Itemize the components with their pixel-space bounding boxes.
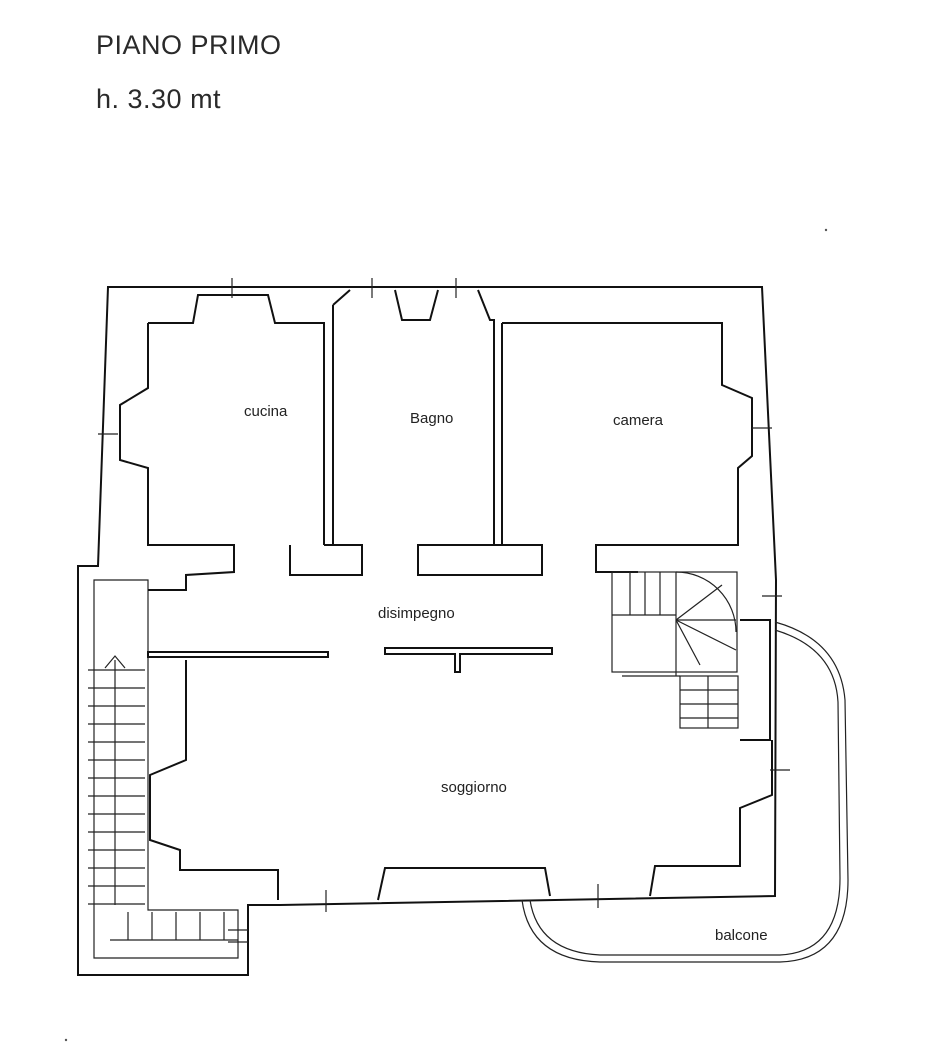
window-markers	[98, 278, 790, 943]
ceiling-height: h. 3.30 mt	[96, 84, 222, 114]
stair-wall	[740, 619, 771, 741]
speck	[64, 1038, 68, 1042]
room-label-hallway: disimpegno	[378, 605, 455, 622]
outer-wall	[77, 286, 778, 976]
stair-enclosure	[93, 579, 239, 959]
room-label-living: soggiorno	[441, 779, 507, 796]
room-label-bedroom: camera	[613, 412, 664, 429]
living-walls	[149, 660, 773, 901]
room-label-balcony: balcone	[715, 927, 768, 944]
bathroom-walls	[332, 289, 495, 545]
speck	[824, 228, 828, 232]
balcony-outline	[521, 621, 849, 963]
room-label-bathroom: Bagno	[410, 410, 453, 427]
bedroom-walls	[417, 322, 753, 576]
kitchen-walls	[119, 294, 363, 591]
hallway-partition	[147, 651, 329, 658]
spiral-staircase	[611, 571, 739, 729]
plan-title: PIANO PRIMO	[96, 30, 282, 60]
left-staircase	[88, 655, 238, 941]
hallway-partition-2	[384, 647, 553, 673]
room-label-kitchen: cucina	[244, 403, 288, 420]
balcony-outline-inner	[529, 629, 841, 956]
